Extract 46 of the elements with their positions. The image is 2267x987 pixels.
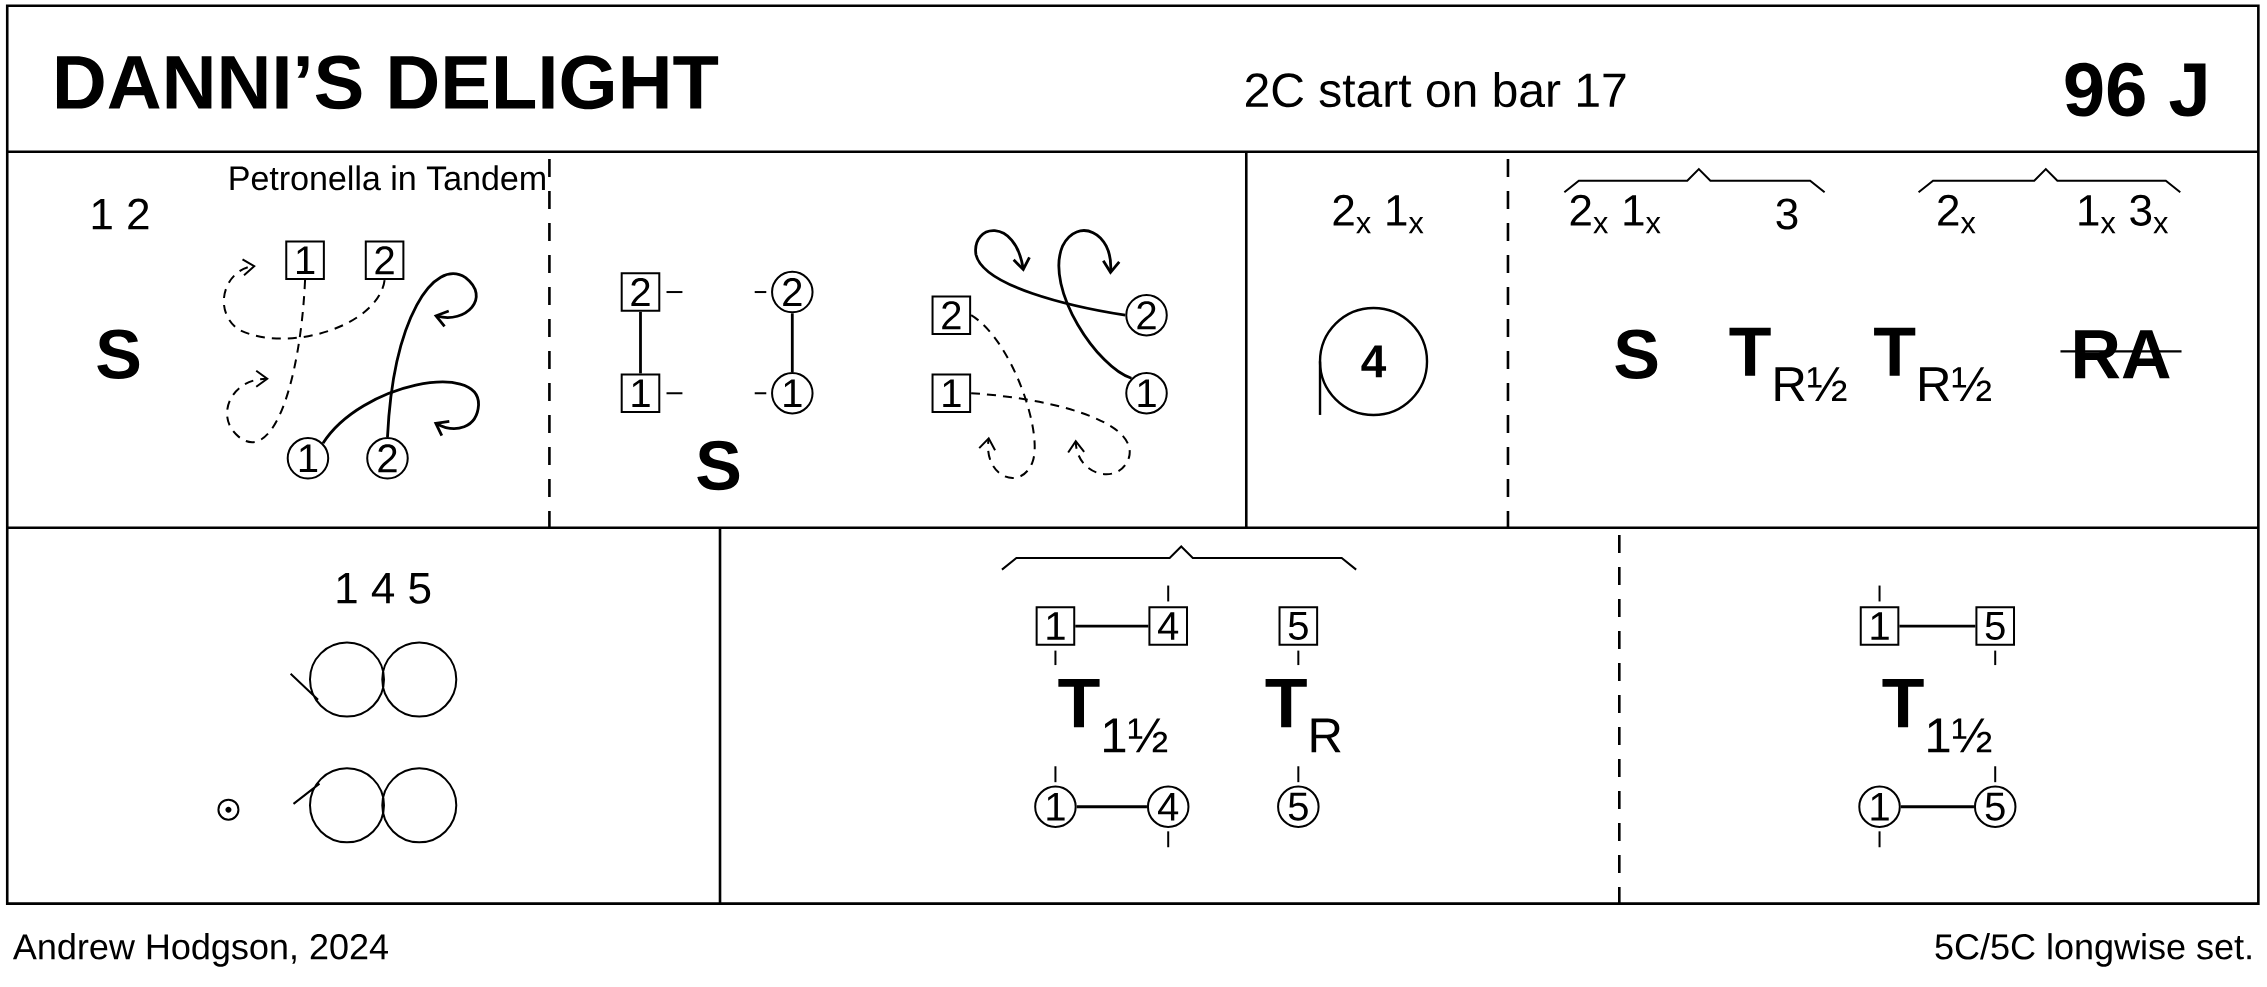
set-description: 5C/5C longwise set. xyxy=(1935,932,2251,967)
step-symbol: T$_{R}$ xyxy=(1265,678,1341,753)
dancer-square: 5 xyxy=(1278,606,1319,646)
tune-label: 96 J xyxy=(2065,62,2206,117)
bar-count-label: 2$_{x}$ xyxy=(1938,194,1976,233)
bar-count-label: 3 xyxy=(1776,198,1798,230)
arrow xyxy=(321,380,480,444)
dancer-square: 1 xyxy=(931,373,972,413)
bar-count-label: 2$_{x}$ 1$_{x}$ xyxy=(1570,194,1661,233)
step-symbol: T$_{R½}$ xyxy=(1729,327,1847,401)
hand-join-line xyxy=(639,311,642,374)
step-symbol: T$_{R½}$ xyxy=(1874,327,1991,401)
hand-join-line xyxy=(1075,624,1149,628)
dancer-square: 1 xyxy=(620,373,661,413)
hand-join-line xyxy=(790,313,794,372)
dancer-square: 1 xyxy=(285,240,325,280)
author-credit: Andrew Hodgson, 2024 xyxy=(12,932,388,967)
arrow xyxy=(974,229,1126,317)
step-symbol: S xyxy=(697,440,740,491)
dancer-square: 1 xyxy=(1859,606,1900,646)
step-symbol: T$_{1½}$ xyxy=(1058,678,1168,753)
arrow xyxy=(970,313,1036,479)
hand-join-line xyxy=(1900,805,1974,808)
figure-name: Petronella in Tandem xyxy=(230,165,545,191)
hand-join-line xyxy=(1076,805,1147,808)
dancer-square: 4 xyxy=(1148,606,1188,646)
step-symbol: T$_{1½}$ xyxy=(1882,678,1992,753)
dancer-square: 2 xyxy=(364,240,405,280)
arrow xyxy=(1057,229,1133,380)
dancer-square: 2 xyxy=(620,272,661,312)
dancer-square: 2 xyxy=(931,295,972,335)
step-symbol: S xyxy=(97,329,140,379)
arrow xyxy=(970,392,1131,476)
arrow xyxy=(386,272,478,437)
bar-count-label: 2$_{x}$ 1$_{x}$ xyxy=(1333,194,1424,233)
arrow xyxy=(223,258,386,340)
dancer-square: 1 xyxy=(1035,606,1076,646)
title: DANNI’S DELIGHT xyxy=(57,55,719,110)
subtitle: 2C start on bar 17 xyxy=(1246,71,1626,108)
dancer-square: 5 xyxy=(1975,606,2015,646)
hand-join-line xyxy=(1899,624,1976,628)
dancer-numbers: 1 4 5 xyxy=(337,572,431,604)
step-symbol: S xyxy=(1615,329,1658,379)
bar-count-label: 1$_{x}$ 3$_{x}$ xyxy=(2079,194,2169,233)
arrow xyxy=(226,278,307,443)
dancer-numbers: 1 2 xyxy=(92,198,149,230)
